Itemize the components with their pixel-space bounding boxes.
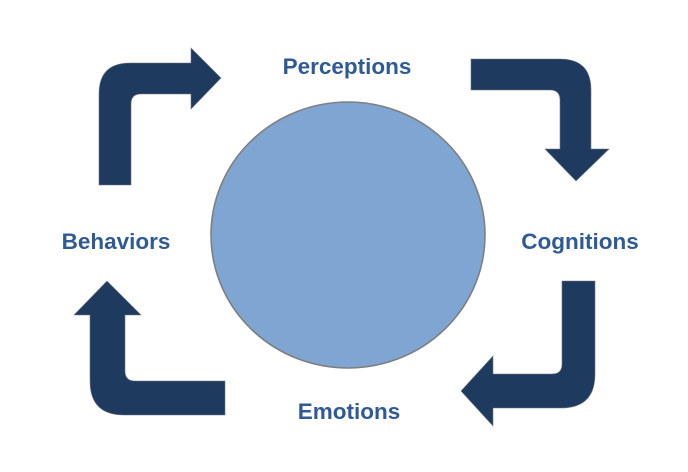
label-emotions: Emotions — [298, 399, 401, 424]
label-behaviors: Behaviors — [62, 229, 171, 254]
arrow-behaviors-to-perceptions — [98, 47, 222, 186]
center-circle — [210, 101, 486, 369]
label-cognitions: Cognitions — [521, 229, 638, 254]
arrow-cognitions-to-emotions — [460, 280, 596, 427]
label-perceptions: Perceptions — [283, 54, 412, 79]
arrow-emotions-to-behaviors — [73, 280, 226, 416]
arrow-perceptions-to-cognitions — [470, 58, 610, 182]
